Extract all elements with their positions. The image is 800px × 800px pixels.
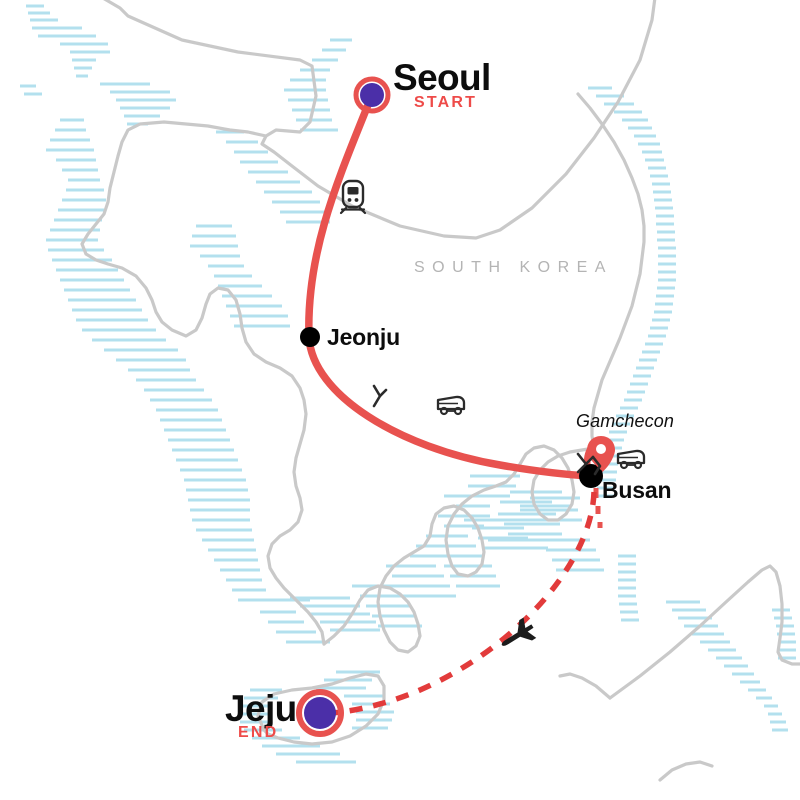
label-jeonju: Jeonju bbox=[327, 324, 400, 350]
marker-jeju[interactable] bbox=[296, 689, 344, 737]
sea-hatching bbox=[20, 4, 796, 764]
coast-east bbox=[576, 92, 646, 450]
plane-icon bbox=[501, 617, 537, 646]
coast-se-bay bbox=[558, 672, 612, 700]
label-country-south-korea: SOUTH KOREA bbox=[414, 259, 613, 276]
marker-gamchecon-pin[interactable] bbox=[587, 436, 615, 470]
hiker-icon-busan bbox=[576, 452, 602, 476]
marker-seoul[interactable] bbox=[353, 76, 391, 114]
label-gamchecon: Gamchecon bbox=[576, 411, 674, 431]
coast-south bbox=[322, 444, 596, 654]
hiker-icon bbox=[372, 384, 388, 408]
coast-southeast-arc bbox=[608, 564, 800, 700]
label-seoul-start-badge: START bbox=[414, 94, 478, 111]
coast-northwest bbox=[103, 0, 657, 240]
marker-jeonju[interactable] bbox=[300, 327, 320, 347]
train-icon bbox=[339, 179, 367, 215]
coastline-outlines bbox=[80, 0, 800, 782]
bus-icon-busan bbox=[616, 449, 646, 470]
route-seoul-jeonju-busan bbox=[305, 91, 594, 480]
label-seoul: Seoul bbox=[393, 57, 491, 98]
coast-far-se-fragment bbox=[658, 760, 714, 782]
coast-jeju-island bbox=[256, 672, 386, 746]
label-jeju-end-badge: END bbox=[238, 724, 279, 741]
label-jeju: Jeju bbox=[225, 688, 297, 729]
route-busan-jeju-flight bbox=[331, 491, 597, 716]
label-busan: Busan bbox=[602, 477, 672, 503]
bus-icon bbox=[436, 395, 466, 416]
coast-west bbox=[80, 120, 326, 646]
